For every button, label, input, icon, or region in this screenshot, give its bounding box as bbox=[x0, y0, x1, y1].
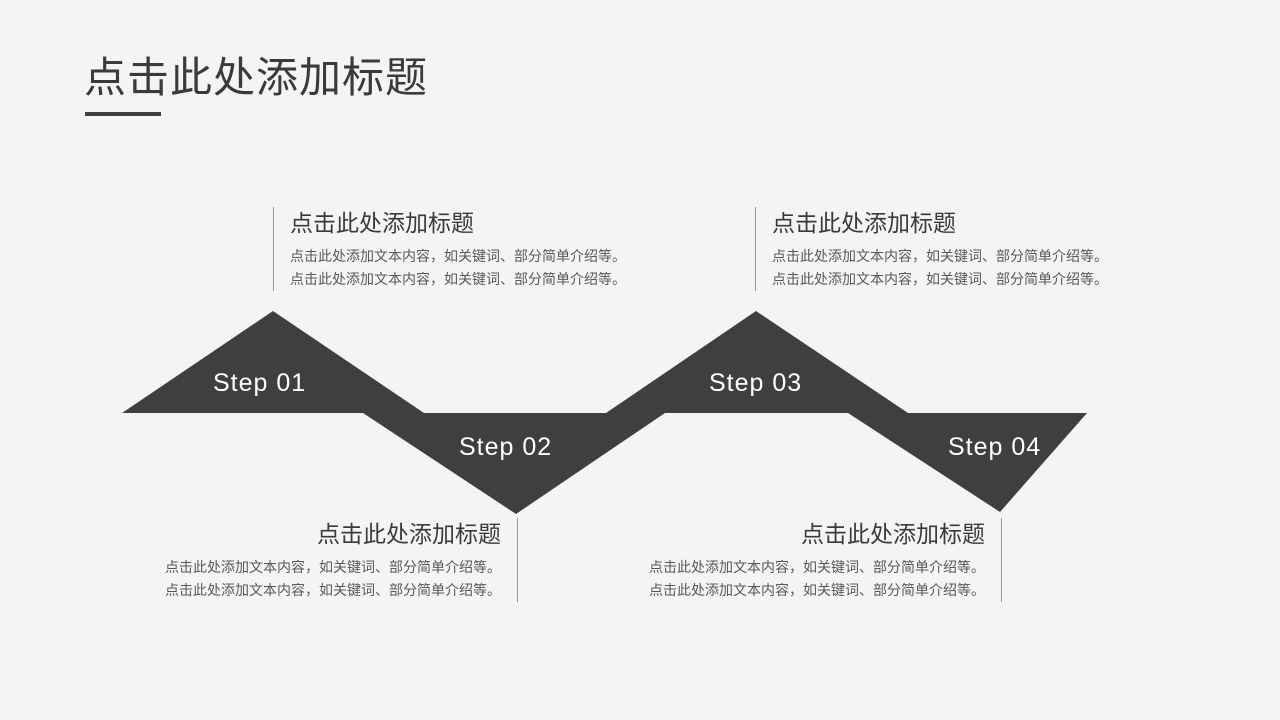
text-block-line: 点击此处添加文本内容，如关键词、部分简单介绍等。 bbox=[772, 271, 1108, 287]
page-title: 点击此处添加标题 bbox=[84, 54, 429, 101]
text-block-step-01[interactable]: 点击此处添加标题 点击此处添加文本内容，如关键词、部分简单介绍等。 点击此处添加… bbox=[273, 207, 685, 291]
text-block-heading: 点击此处添加标题 bbox=[317, 521, 501, 547]
text-block-heading: 点击此处添加标题 bbox=[772, 210, 956, 236]
text-block-line: 点击此处添加文本内容，如关键词、部分简单介绍等。 bbox=[290, 248, 626, 264]
text-block-heading: 点击此处添加标题 bbox=[801, 521, 985, 547]
step-label-04[interactable]: Step 04 bbox=[948, 433, 1042, 461]
text-block-line: 点击此处添加文本内容，如关键词、部分简单介绍等。 bbox=[165, 582, 501, 598]
title-underline-rule bbox=[85, 112, 161, 116]
text-block-step-02[interactable]: 点击此处添加标题 点击此处添加文本内容，如关键词、部分简单介绍等。 点击此处添加… bbox=[105, 518, 518, 602]
step-02-triangle bbox=[363, 413, 665, 514]
text-block-line: 点击此处添加文本内容，如关键词、部分简单介绍等。 bbox=[649, 582, 985, 598]
text-block-line: 点击此处添加文本内容，如关键词、部分简单介绍等。 bbox=[290, 271, 626, 287]
text-block-step-04[interactable]: 点击此处添加标题 点击此处添加文本内容，如关键词、部分简单介绍等。 点击此处添加… bbox=[589, 518, 1002, 602]
text-block-line: 点击此处添加文本内容，如关键词、部分简单介绍等。 bbox=[165, 559, 501, 575]
text-block-step-03[interactable]: 点击此处添加标题 点击此处添加文本内容，如关键词、部分简单介绍等。 点击此处添加… bbox=[755, 207, 1167, 291]
step-label-03[interactable]: Step 03 bbox=[709, 369, 803, 397]
step-label-01[interactable]: Step 01 bbox=[213, 369, 307, 397]
text-block-line: 点击此处添加文本内容，如关键词、部分简单介绍等。 bbox=[772, 248, 1108, 264]
step-04-triangle bbox=[848, 413, 1087, 512]
text-block-heading: 点击此处添加标题 bbox=[290, 210, 474, 236]
text-block-line: 点击此处添加文本内容，如关键词、部分简单介绍等。 bbox=[649, 559, 985, 575]
step-label-02[interactable]: Step 02 bbox=[459, 433, 553, 461]
